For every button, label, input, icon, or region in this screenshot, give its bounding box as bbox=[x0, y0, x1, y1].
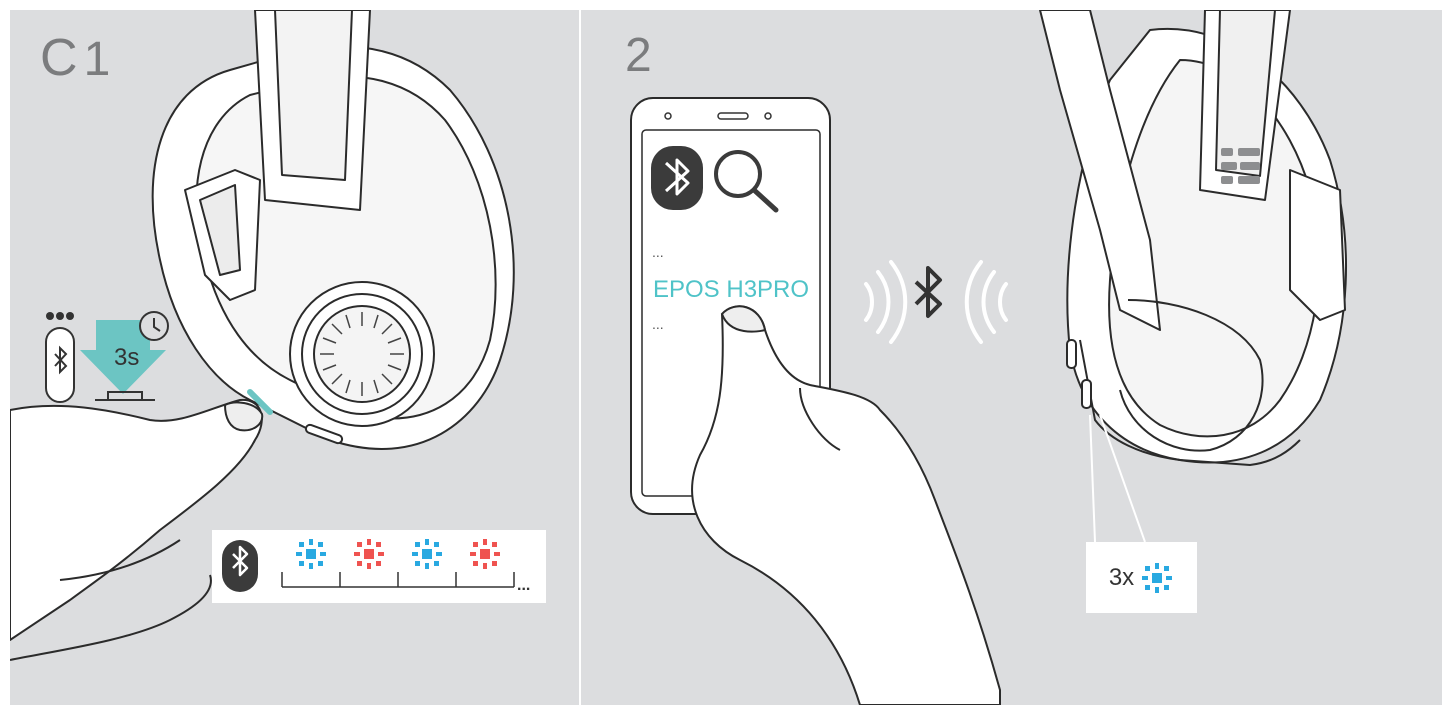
clock-icon bbox=[139, 311, 169, 341]
headset-earcup-right bbox=[1039, 10, 1348, 466]
led-red-icon bbox=[470, 539, 500, 569]
section-letter: C bbox=[40, 29, 78, 87]
list-ellipsis-top: ... bbox=[652, 244, 664, 260]
bluetooth-signal-icon bbox=[914, 266, 942, 318]
signal-left-icon bbox=[864, 260, 908, 344]
dial-ridges bbox=[320, 312, 404, 396]
bluetooth-icon bbox=[222, 540, 258, 592]
led-red-icon bbox=[354, 539, 384, 569]
bt-button-highlight bbox=[247, 389, 273, 415]
led-callout bbox=[1089, 414, 1146, 543]
device-list-item[interactable]: EPOS H3PRO bbox=[653, 276, 810, 303]
blink-count-label: 3x bbox=[1108, 563, 1135, 591]
hand-step2 bbox=[691, 305, 1001, 705]
step-number-2: 2 bbox=[625, 29, 652, 82]
led-legend: ... bbox=[212, 530, 546, 603]
step-divider bbox=[579, 10, 581, 705]
signal-right-icon bbox=[964, 260, 1008, 344]
search-icon bbox=[714, 150, 779, 213]
legend-trailing-ellipsis: ... bbox=[517, 577, 531, 594]
step-number-1: 1 bbox=[83, 33, 111, 86]
blink-count-box: 3x bbox=[1086, 542, 1197, 613]
epos-logo-icon bbox=[1221, 148, 1260, 184]
press-arrow-icon bbox=[80, 320, 166, 401]
hand-step1 bbox=[10, 398, 264, 661]
led-blue-icon bbox=[412, 539, 442, 569]
bluetooth-icon bbox=[651, 146, 703, 210]
led-blue-icon bbox=[296, 539, 326, 569]
press-duration-label: 3s bbox=[114, 344, 140, 371]
headset-earcup-left bbox=[151, 10, 515, 450]
led-blue-icon bbox=[1142, 562, 1173, 593]
bt-button-icon bbox=[45, 312, 75, 403]
list-ellipsis-bottom: ... bbox=[652, 316, 664, 332]
led-timeline bbox=[281, 572, 515, 588]
